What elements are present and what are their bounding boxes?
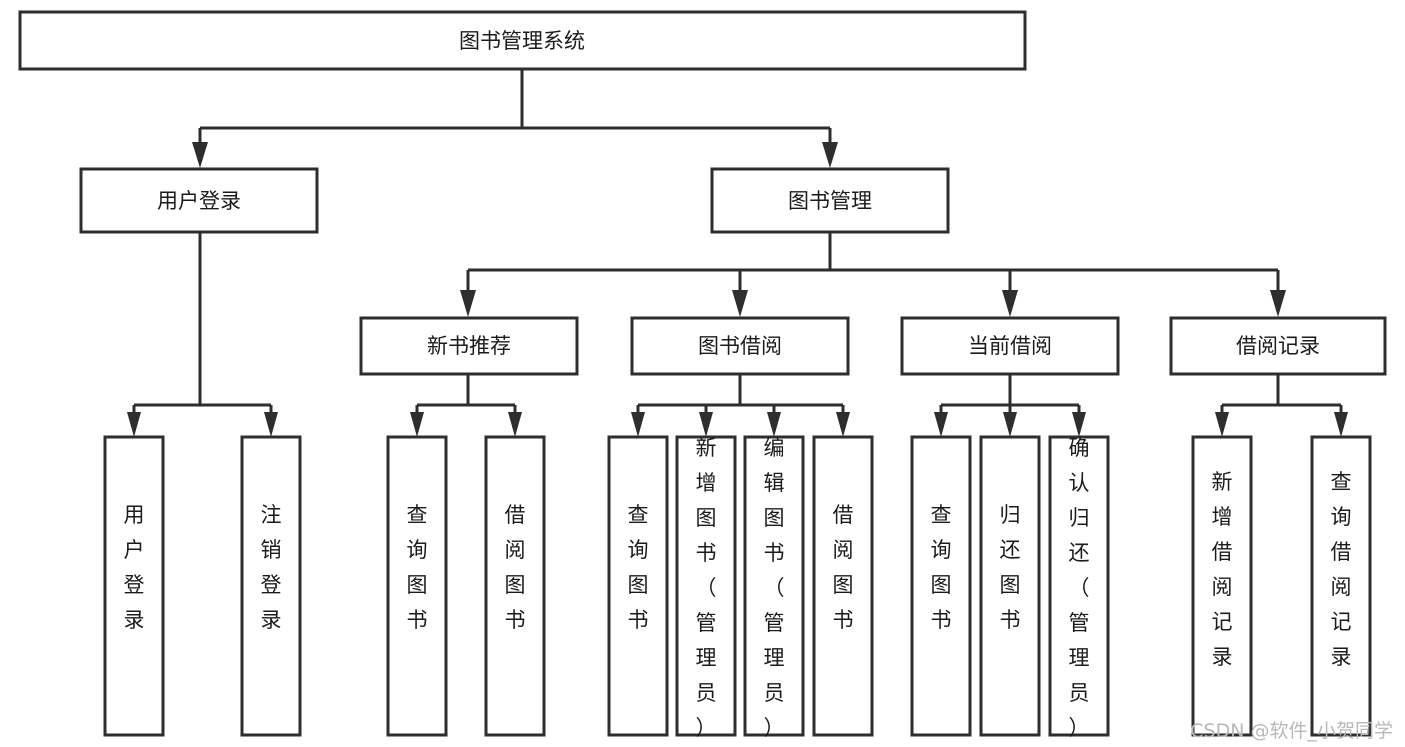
arrowhead-leaf-edit-book [767,412,781,437]
leaf-add-book-box [675,435,737,737]
node-book-borrow-box [630,316,850,376]
arrowhead-leaf-add-record [1215,412,1229,437]
node-root-system[interactable]: 图书管理系统 [18,10,1027,71]
leaf-query-record-label: 查询借阅记录 [1331,470,1352,669]
connector-group-root [192,70,838,168]
node-new-book-recommend-label: 新书推荐 [427,334,511,358]
connector-group-book-borrow-leaves [631,374,850,437]
arrowhead-leaf-borrow-book-1 [508,412,522,437]
node-borrow-record-box [1169,316,1387,376]
arrowhead-leaf-add-book [699,412,713,437]
connector-group-new-book-leaves [410,374,522,437]
leaf-borrow-book-1[interactable]: 借阅图书 [484,435,546,737]
arrowhead-leaf-query-record [1334,412,1348,437]
leaf-borrow-book-2-box [812,435,874,737]
leaf-edit-book[interactable]: 编辑图书（管理员） [743,435,805,740]
leaf-query-book-1-box [386,435,448,737]
node-borrow-record[interactable]: 借阅记录 [1169,316,1387,376]
connector-group-user-login-leaves [127,233,278,437]
arrowhead-leaf-confirm-return [1072,412,1086,437]
node-current-borrow-box [900,316,1120,376]
connector-group-book-manage [460,233,1286,317]
node-user-login-box [79,167,319,234]
node-book-manage-label: 图书管理 [788,189,872,213]
leaf-query-book-2-box [607,435,669,737]
leaf-borrow-book-1-label: 借阅图书 [505,503,526,632]
leaf-add-record-box [1191,435,1253,737]
connector-group-borrow-record-leaves [1215,374,1348,437]
node-new-book-recommend-box [359,316,579,376]
leaf-borrow-book-1-box [484,435,546,737]
connector-userlogin-to-leaves [132,233,273,420]
leaf-borrow-book-2-label: 借阅图书 [833,503,854,632]
leaf-confirm-return-box [1048,435,1110,737]
leaf-logout[interactable]: 注销登录 [240,435,302,737]
leaf-return-book-label: 归还图书 [1000,503,1021,632]
node-book-manage[interactable]: 图书管理 [710,167,950,234]
arrowhead-leaf-logout [264,412,278,437]
leaf-add-record-label: 新增借阅记录 [1212,470,1233,669]
connector-newbook-to-leaves [415,374,517,420]
node-current-borrow-label: 当前借阅 [968,334,1052,358]
node-borrow-record-label: 借阅记录 [1236,334,1320,358]
arrowhead-borrow-record [1270,290,1286,317]
leaf-edit-book-box [743,435,805,737]
node-root-box [18,10,1027,71]
arrowhead-leaf-return-book [1003,412,1017,437]
connector-bookborrow-to-leaves [636,374,845,420]
node-book-borrow[interactable]: 图书借阅 [630,316,850,376]
connector-bookmanage-to-level3 [466,233,1280,294]
arrowhead-current-borrow [1002,290,1018,317]
leaf-return-book-box [979,435,1041,737]
node-new-book-recommend[interactable]: 新书推荐 [359,316,579,376]
arrowhead-user-login [192,142,208,168]
arrowhead-leaf-query-book-3 [934,412,948,437]
leaf-query-book-3-label: 查询图书 [931,503,952,632]
arrowhead-new-book [460,290,476,317]
leaf-add-record[interactable]: 新增借阅记录 [1191,435,1253,737]
node-book-borrow-label: 图书借阅 [698,334,782,358]
leaf-user-login-box [103,435,165,737]
leaf-query-record[interactable]: 查询借阅记录 [1310,435,1372,737]
node-user-login-label: 用户登录 [157,189,241,213]
leaf-query-book-3[interactable]: 查询图书 [910,435,972,737]
leaf-add-book-label: 新增图书（管理员） [696,436,717,740]
leaf-add-book[interactable]: 新增图书（管理员） [675,435,737,740]
leaf-query-book-2-label: 查询图书 [628,503,649,632]
leaf-query-book-3-box [910,435,972,737]
arrowhead-leaf-user-login [127,412,141,437]
connector-group-current-borrow-leaves [934,374,1086,437]
node-current-borrow[interactable]: 当前借阅 [900,316,1120,376]
leaf-user-login-label: 用户登录 [124,503,145,632]
leaf-return-book[interactable]: 归还图书 [979,435,1041,737]
connector-root-to-level2 [198,70,832,152]
leaf-query-book-1-label: 查询图书 [407,503,428,632]
connector-borrowrecord-to-leaves [1220,374,1343,420]
arrowhead-book-borrow [732,290,748,317]
arrowhead-leaf-query-book-2 [631,412,645,437]
node-root-label: 图书管理系统 [459,29,585,53]
leaf-edit-book-label: 编辑图书（管理员） [764,436,785,740]
node-book-manage-box [710,167,950,234]
leaf-borrow-book-2[interactable]: 借阅图书 [812,435,874,737]
leaf-confirm-return[interactable]: 确认归还（管理员） [1048,435,1110,740]
leaf-confirm-return-label: 确认归还（管理员） [1069,436,1090,740]
arrowhead-leaf-borrow-book-2 [836,412,850,437]
leaf-user-login[interactable]: 用户登录 [103,435,165,737]
node-user-login[interactable]: 用户登录 [79,167,319,234]
leaf-query-record-box [1310,435,1372,737]
leaf-query-book-2[interactable]: 查询图书 [607,435,669,737]
leaf-query-book-1[interactable]: 查询图书 [386,435,448,737]
leaf-logout-label: 注销登录 [261,503,282,632]
arrowhead-book-manage [822,142,838,168]
arrowhead-leaf-query-book-1 [410,412,424,437]
leaf-logout-box [240,435,302,737]
